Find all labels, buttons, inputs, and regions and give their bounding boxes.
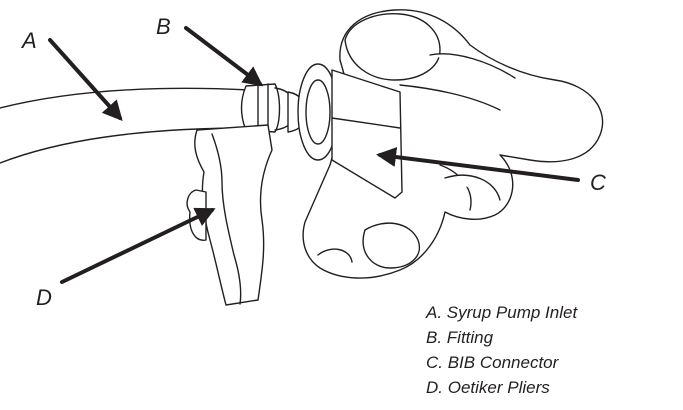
legend-item-d: D. Oetiker Pliers [426,375,577,400]
legend-item-a: A. Syrup Pump Inlet [426,300,577,325]
callout-label-c: C [590,170,606,195]
callout-label-b: B [156,14,171,39]
arrow-d [62,210,212,282]
arrow-a [50,40,120,118]
legend: A. Syrup Pump Inlet B. Fitting C. BIB Co… [426,300,577,400]
legend-item-c: C. BIB Connector [426,350,577,375]
legend-item-b: B. Fitting [426,325,577,350]
callout-label-a: A [20,28,37,53]
callout-label-d: D [36,285,52,310]
fitting-drawing [242,84,307,132]
arrow-b [186,28,260,84]
